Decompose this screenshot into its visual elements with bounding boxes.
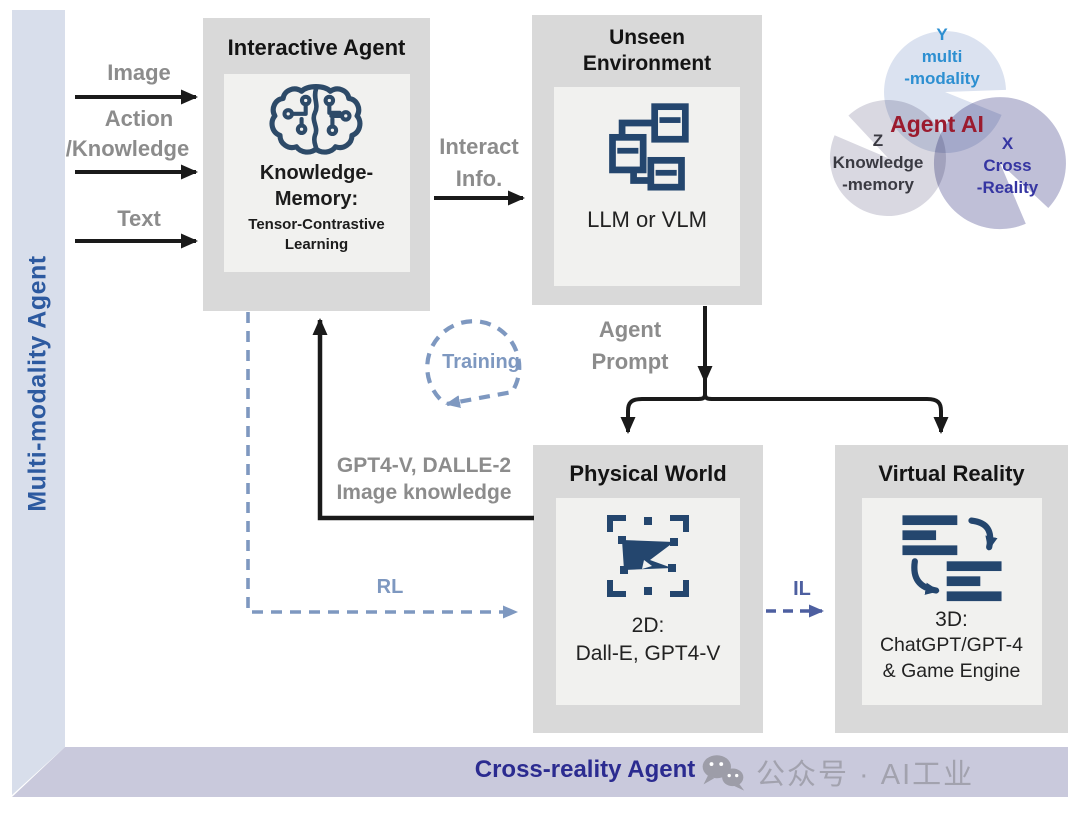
pw-title: Physical World — [569, 461, 727, 486]
exchange-3d-icon — [898, 510, 1006, 602]
vr-body-line3: & Game Engine — [882, 659, 1021, 682]
vr-body-line1: 3D: — [935, 608, 968, 631]
modules-icon — [601, 99, 693, 191]
interactive-agent-inner: Knowledge- Memory: Tensor-Contrastive Le… — [223, 74, 410, 272]
label-knowledge: /Knowledge — [65, 136, 190, 161]
venn-circle-knowledge — [829, 100, 946, 217]
pw-body-line2: Dall-E, GPT4-V — [575, 642, 721, 666]
arrow-to-physical-world — [620, 393, 707, 434]
physical-world-box: Physical World — [533, 445, 763, 733]
agent-ai-venn — [828, 8, 1076, 253]
interactive-agent-box: Interactive Agent Knowledg — [203, 18, 430, 311]
brain-circuit-icon — [267, 82, 367, 156]
multi-modality-band: Multi-modality Agent — [12, 10, 65, 795]
ue-title-line1: Unseen — [609, 26, 685, 49]
scan-object-icon — [600, 508, 696, 604]
interactive-agent-title: Interactive Agent — [227, 35, 406, 60]
ia-sub-line1: Tensor-Contrastive — [248, 216, 385, 233]
label-text: Text — [117, 206, 161, 231]
pw-body-line1: 2D: — [631, 614, 665, 637]
virtual-reality-inner: 3D: ChatGPT/GPT-4 & Game Engine — [861, 498, 1042, 705]
venn-circle-crossreality — [933, 97, 1066, 230]
unseen-environment-box: Unseen Environment LLM or VLM — [532, 15, 762, 305]
label-training: Training — [442, 351, 520, 373]
virtual-reality-box: Virtual Reality — [835, 445, 1068, 733]
label-il: IL — [793, 578, 811, 600]
wechat-icon — [700, 752, 746, 792]
unseen-environment-inner: LLM or VLM — [554, 86, 740, 286]
ia-sub-line2: Learning — [284, 235, 349, 253]
vr-body-line2: ChatGPT/GPT-4 — [879, 634, 1024, 657]
multi-modality-label: Multi-modality Agent — [24, 255, 52, 512]
ia-body-line1: Knowledge- — [259, 162, 374, 184]
watermark-text: 公众号 · AI工业 — [756, 759, 975, 791]
ue-body: LLM or VLM — [587, 206, 707, 232]
physical-world-inner: 2D: Dall-E, GPT4-V — [556, 498, 740, 705]
cross-reality-label: Cross-reality Agent — [474, 756, 696, 783]
watermark: 公众号 · AI工业 — [700, 751, 1060, 793]
ia-body-line2: Memory: — [274, 188, 359, 210]
vr-title: Virtual Reality — [878, 461, 1025, 486]
label-action: Action — [104, 106, 174, 131]
label-rl: RL — [376, 576, 404, 598]
venn-center-label: Agent AI — [890, 111, 984, 137]
ue-title-line2: Environment — [582, 52, 712, 76]
label-image: Image — [107, 60, 171, 85]
arrow-to-virtual-reality — [703, 393, 949, 434]
cross-reality-band — [12, 747, 1068, 797]
